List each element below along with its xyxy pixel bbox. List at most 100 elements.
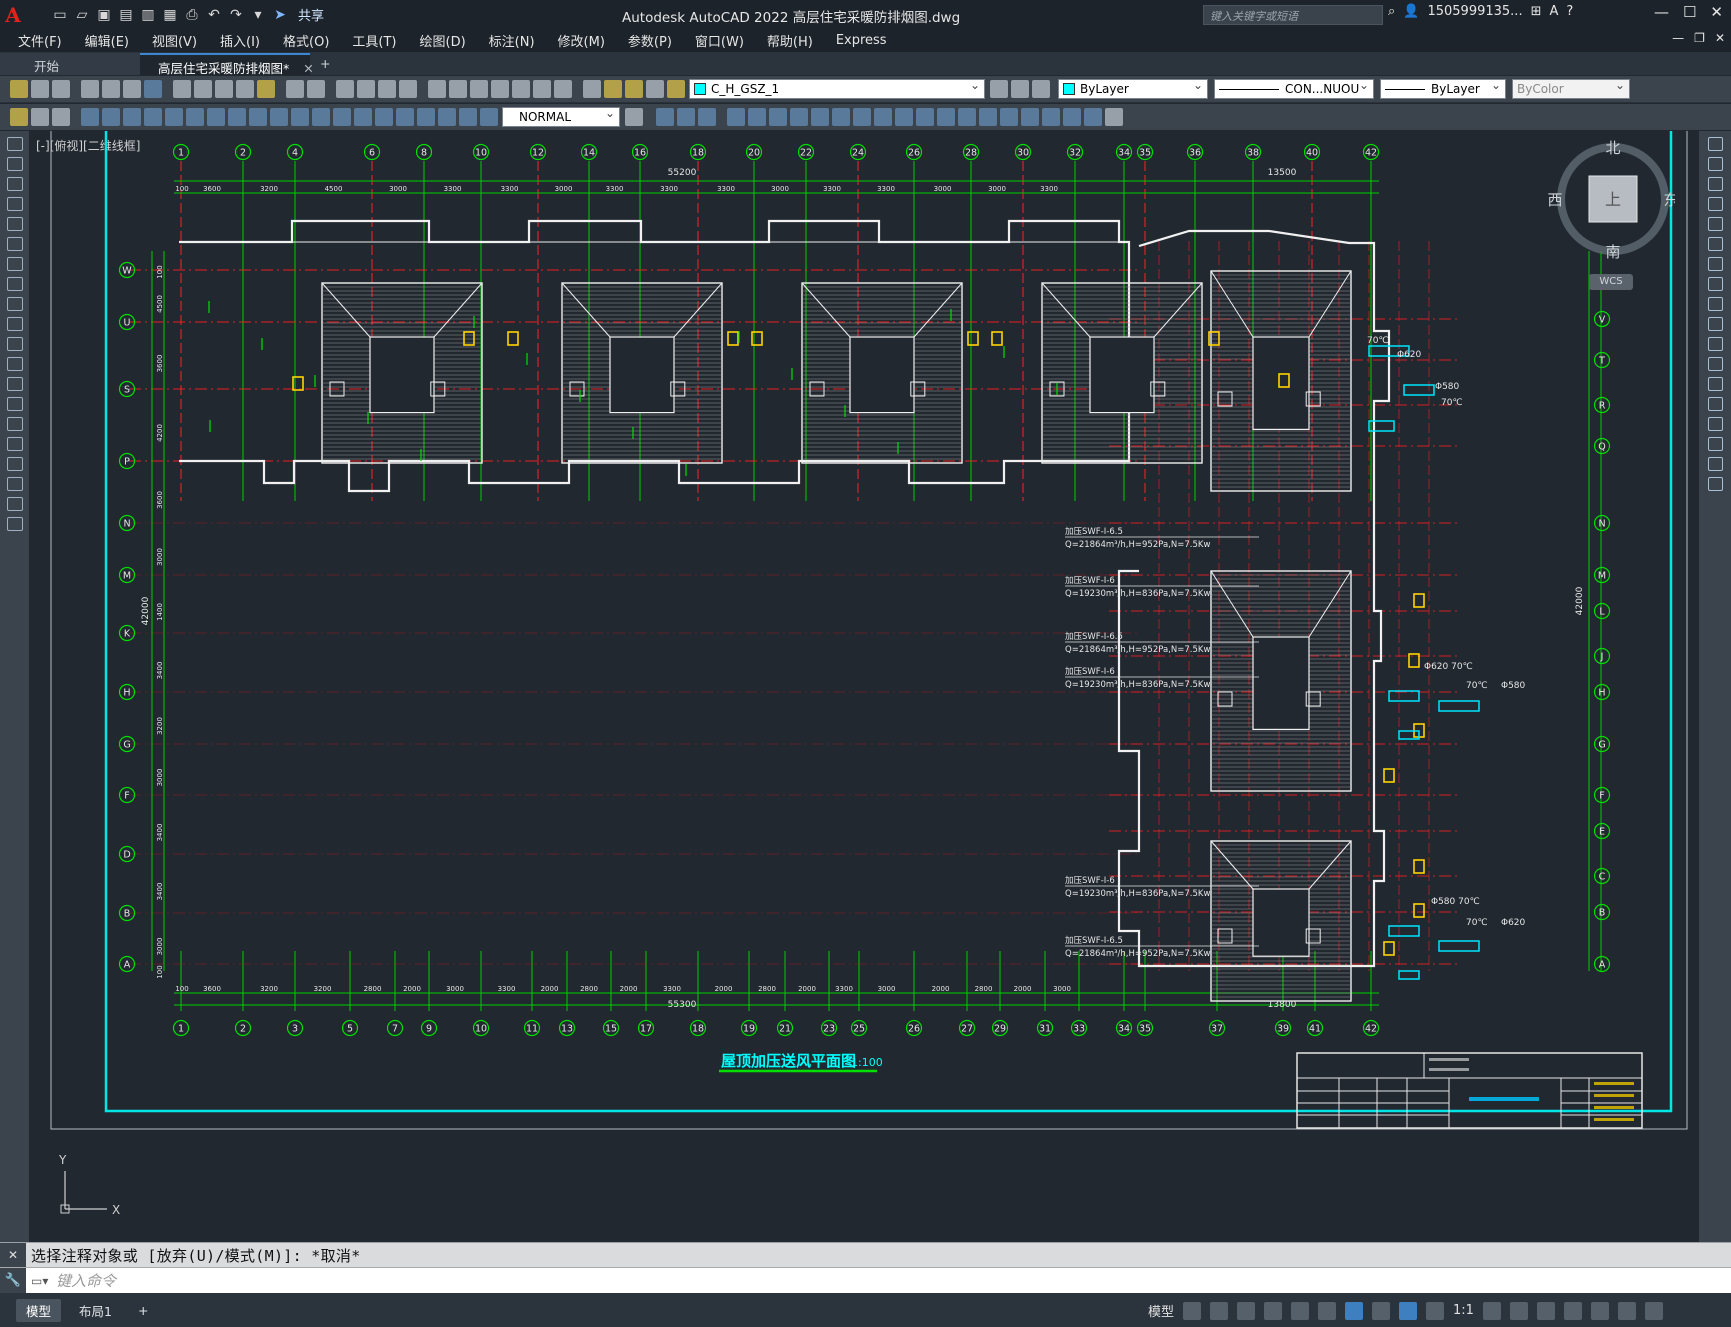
dim-space-icon[interactable] bbox=[311, 108, 330, 126]
polygon-icon[interactable] bbox=[7, 197, 23, 211]
menu-parametric[interactable]: 参数(P) bbox=[627, 35, 672, 50]
quick-properties-icon[interactable] bbox=[1563, 1301, 1582, 1320]
rotate-icon[interactable] bbox=[789, 108, 808, 126]
dim-edit-icon[interactable] bbox=[437, 108, 456, 126]
offset-side-icon[interactable] bbox=[1708, 197, 1723, 211]
styles-icon[interactable] bbox=[9, 108, 28, 126]
model-space-toggle[interactable]: 模型 bbox=[1148, 1305, 1175, 1320]
move-icon[interactable] bbox=[768, 108, 787, 126]
preview-icon[interactable] bbox=[101, 80, 120, 98]
save-as-icon[interactable]: ▤ bbox=[119, 6, 133, 23]
viewcube-south[interactable]: 南 bbox=[1605, 243, 1620, 261]
ortho-icon[interactable] bbox=[1237, 1301, 1256, 1320]
menu-draw[interactable]: 绘图(D) bbox=[419, 35, 466, 50]
auto-scale-icon[interactable] bbox=[1426, 1301, 1445, 1320]
scale-icon[interactable] bbox=[810, 108, 829, 126]
dim-style-dropdown[interactable]: NORMAL bbox=[502, 107, 620, 127]
share-icon[interactable]: ➤ bbox=[274, 6, 286, 23]
menu-tools[interactable]: 工具(T) bbox=[352, 35, 397, 50]
autodesk-app-icon[interactable]: A bbox=[1549, 4, 1559, 19]
object-snap-icon[interactable] bbox=[1345, 1301, 1364, 1320]
radius-dim-icon[interactable] bbox=[164, 108, 183, 126]
tab-drawing[interactable]: 高层住宅采暖防排烟图* ✕ bbox=[140, 53, 314, 76]
line-icon[interactable] bbox=[7, 137, 23, 151]
trim-side-icon[interactable] bbox=[1708, 317, 1723, 331]
arc-icon[interactable] bbox=[7, 237, 23, 251]
save-web-icon[interactable]: ▦ bbox=[163, 6, 177, 23]
autocad-logo-icon[interactable]: A bbox=[5, 2, 21, 27]
search-icon[interactable]: ⌕ bbox=[1388, 4, 1396, 19]
color-dropdown[interactable]: ByLayer bbox=[1058, 79, 1208, 99]
snap-icon[interactable] bbox=[1210, 1301, 1229, 1320]
extend-icon[interactable] bbox=[873, 108, 892, 126]
zoom-realtime-icon[interactable] bbox=[356, 80, 375, 98]
menu-file[interactable]: 文件(F) bbox=[18, 35, 62, 50]
break-icon[interactable] bbox=[894, 108, 913, 126]
menu-format[interactable]: 格式(O) bbox=[283, 35, 330, 50]
menu-help[interactable]: 帮助(H) bbox=[766, 35, 813, 50]
hatch-back-icon[interactable] bbox=[1083, 108, 1102, 126]
angular-dim-icon[interactable] bbox=[227, 108, 246, 126]
units-icon[interactable] bbox=[1536, 1301, 1555, 1320]
save-icon[interactable]: ▣ bbox=[97, 6, 111, 23]
zoom-previous-icon[interactable] bbox=[398, 80, 417, 98]
erase-side-icon[interactable] bbox=[1708, 137, 1723, 151]
markup-icon[interactable] bbox=[511, 80, 530, 98]
break-side-icon[interactable] bbox=[1708, 377, 1723, 391]
doc-close-icon[interactable]: ✕ bbox=[1714, 31, 1725, 45]
copy-object-icon[interactable] bbox=[676, 108, 695, 126]
menu-express[interactable]: Express bbox=[835, 33, 887, 48]
command-input[interactable] bbox=[56, 1271, 1656, 1290]
menu-dimension[interactable]: 标注(N) bbox=[488, 35, 535, 50]
fillet-icon[interactable] bbox=[957, 108, 976, 126]
viewcube[interactable]: 上 北 南 西 东 bbox=[1545, 139, 1675, 269]
user-icon[interactable]: 👤 bbox=[1403, 4, 1420, 19]
circle-icon[interactable] bbox=[7, 257, 23, 271]
layer-previous-icon[interactable] bbox=[1010, 80, 1029, 98]
join-side-icon[interactable] bbox=[1708, 397, 1723, 411]
maximize-icon[interactable]: ☐ bbox=[1682, 3, 1697, 21]
move-side-icon[interactable] bbox=[1708, 237, 1723, 251]
extend-side-icon[interactable] bbox=[1708, 337, 1723, 351]
undo-icon[interactable]: ↶ bbox=[208, 6, 220, 23]
menu-edit[interactable]: 编辑(E) bbox=[84, 35, 129, 50]
polar-icon[interactable] bbox=[1264, 1301, 1283, 1320]
viewcube-face[interactable] bbox=[1588, 175, 1638, 223]
copy-icon[interactable] bbox=[193, 80, 212, 98]
region-icon[interactable] bbox=[7, 457, 23, 471]
add-icon[interactable] bbox=[1509, 1301, 1528, 1320]
layout-tab-layout1[interactable]: 布局1 bbox=[79, 1303, 112, 1319]
rotate-side-icon[interactable] bbox=[1708, 257, 1723, 271]
viewcube-north[interactable]: 北 bbox=[1605, 139, 1620, 157]
layer-manager-icon[interactable] bbox=[582, 80, 601, 98]
baseline-dim-icon[interactable] bbox=[269, 108, 288, 126]
trim-icon[interactable] bbox=[852, 108, 871, 126]
isodraft-icon[interactable] bbox=[1318, 1301, 1337, 1320]
clean-screen-icon[interactable] bbox=[1617, 1301, 1636, 1320]
close-icon[interactable]: ✕ bbox=[1710, 3, 1723, 21]
dim-style-icon[interactable] bbox=[51, 108, 70, 126]
osnap-tracking-icon[interactable] bbox=[1291, 1301, 1310, 1320]
menu-insert[interactable]: 插入(I) bbox=[220, 35, 261, 50]
send-back-icon[interactable] bbox=[1041, 108, 1060, 126]
qnew-icon[interactable] bbox=[9, 80, 28, 98]
inspection-icon[interactable] bbox=[395, 108, 414, 126]
arc-length-dim-icon[interactable] bbox=[122, 108, 141, 126]
paste-icon[interactable] bbox=[214, 80, 233, 98]
spline-icon[interactable] bbox=[7, 297, 23, 311]
tab-start[interactable]: 开始 bbox=[0, 53, 140, 75]
open-file-icon[interactable]: ▱ bbox=[76, 6, 88, 23]
layer-viewport-icon[interactable] bbox=[645, 80, 664, 98]
publish-icon[interactable] bbox=[122, 80, 141, 98]
open-web-icon[interactable]: ▥ bbox=[141, 6, 155, 23]
polyline-icon[interactable] bbox=[7, 177, 23, 191]
add-layout-button[interactable]: + bbox=[137, 1302, 149, 1318]
mtext-icon[interactable] bbox=[7, 497, 23, 511]
make-block-icon[interactable] bbox=[7, 377, 23, 391]
wcs-menu[interactable]: WCS bbox=[1589, 274, 1633, 290]
layer-freeze-icon[interactable] bbox=[624, 80, 643, 98]
zoom-window-icon[interactable] bbox=[377, 80, 396, 98]
hardware-accel-icon[interactable] bbox=[1590, 1301, 1609, 1320]
